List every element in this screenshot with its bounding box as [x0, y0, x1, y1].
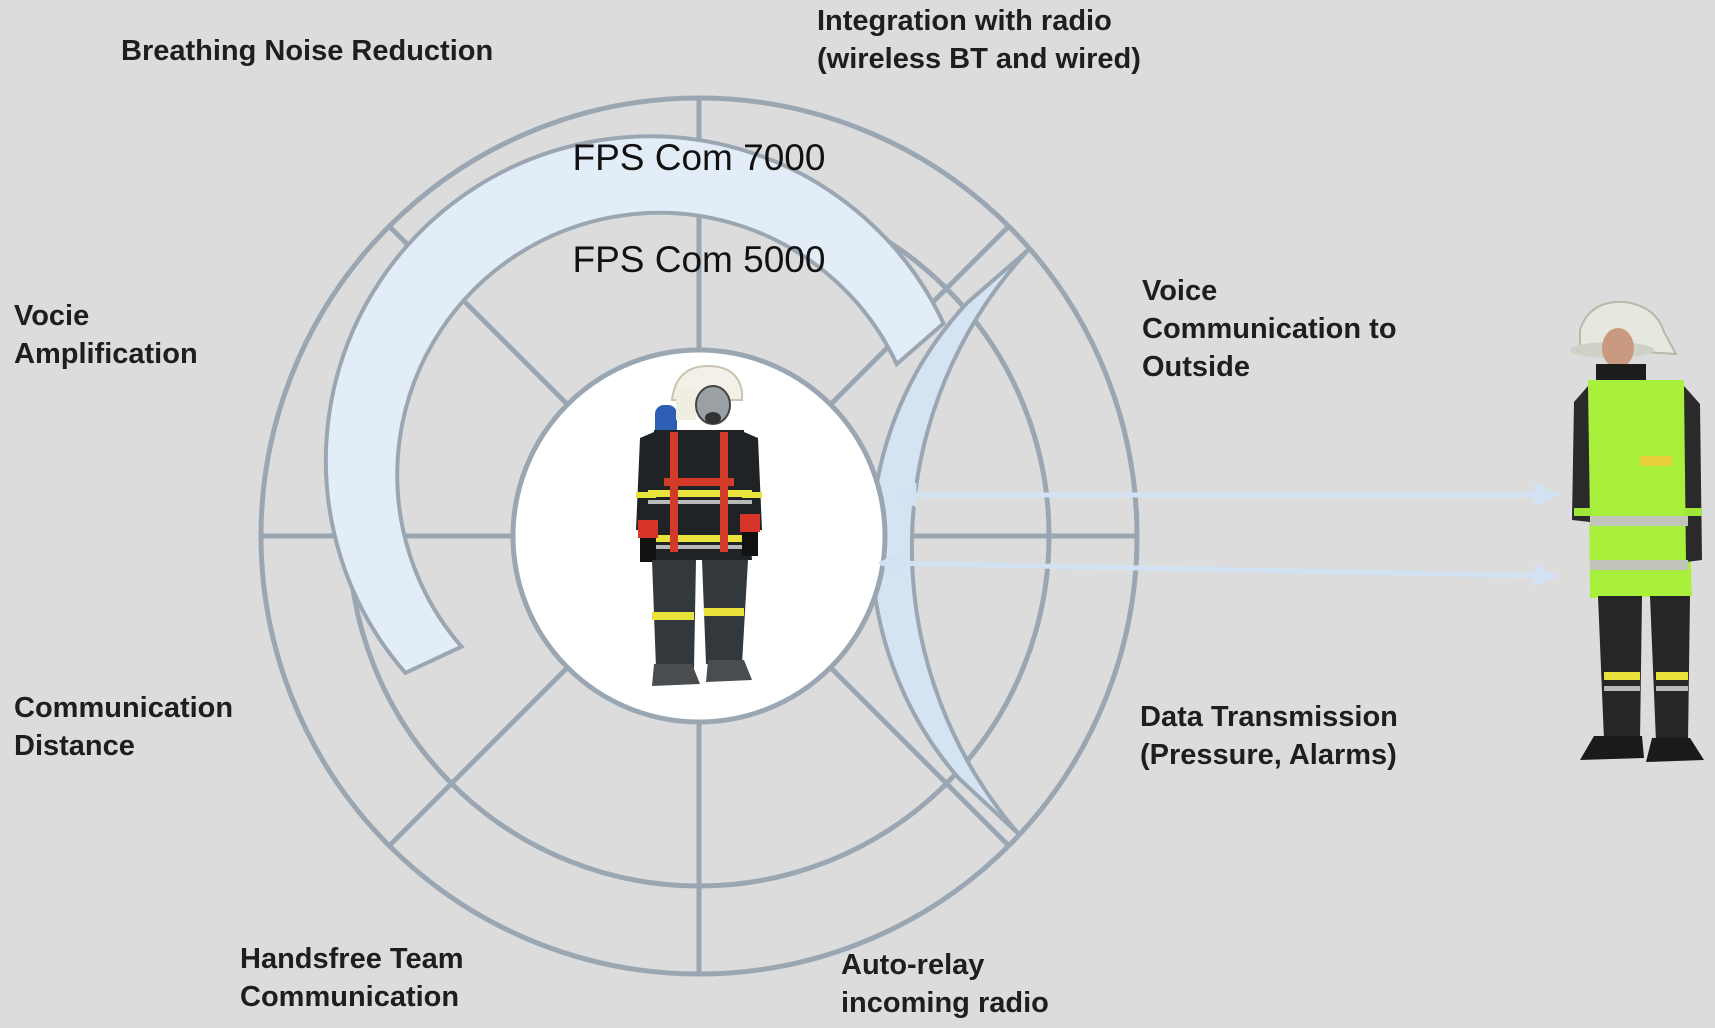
feature-data-transmission: Data Transmission (Pressure, Alarms) — [1140, 698, 1398, 774]
feature-radio-integration: Integration with radio (wireless BT and … — [817, 2, 1141, 78]
feature-voice-communication-outside: Voice Communication to Outside — [1142, 272, 1397, 386]
feature-voice-amplification: Vocie Amplification — [14, 297, 198, 373]
ring-fps-com-5000 — [323, 134, 946, 676]
feature-line: Voice — [1142, 275, 1218, 307]
firefighter-hi-vis-vest-icon — [1570, 300, 1704, 762]
feature-line: (wireless BT and wired) — [817, 43, 1141, 75]
feature-line: Amplification — [14, 338, 198, 370]
feature-line: Communication — [240, 981, 460, 1013]
feature-line: Communication to — [1142, 313, 1397, 345]
feature-line: Integration with radio — [817, 5, 1112, 37]
feature-line: (Pressure, Alarms) — [1140, 739, 1397, 771]
feature-line: Handsfree Team — [240, 943, 464, 975]
communication-arrows — [877, 482, 1559, 589]
feature-breathing-noise-reduction: Breathing Noise Reduction — [121, 32, 493, 70]
feature-line: Communication — [14, 692, 234, 724]
feature-communication-distance: Communication Distance — [14, 689, 233, 765]
sector-dividers — [261, 98, 1137, 974]
feature-line: Breathing Noise Reduction — [121, 35, 494, 67]
sector-divider — [828, 665, 1011, 848]
arrow-lower — [877, 550, 1559, 589]
feature-line: Auto-relay — [841, 949, 985, 981]
firefighter-breathing-apparatus-icon — [636, 364, 762, 686]
feature-line: Data Transmission — [1140, 701, 1398, 733]
feature-line: Vocie — [14, 300, 90, 332]
feature-line: incoming radio — [841, 987, 1049, 1019]
feature-line: Distance — [14, 730, 135, 762]
feature-handsfree-team-communication: Handsfree Team Communication — [240, 940, 464, 1016]
ring-label-fps-com-7000: FPS Com 7000 — [573, 137, 826, 178]
ring-fps-com-7000 — [869, 247, 1032, 837]
sector-divider — [387, 665, 570, 848]
feature-line: Outside — [1142, 351, 1250, 383]
ring-label-fps-com-5000: FPS Com 5000 — [573, 239, 826, 280]
feature-auto-relay: Auto-relay incoming radio — [841, 946, 1049, 1022]
